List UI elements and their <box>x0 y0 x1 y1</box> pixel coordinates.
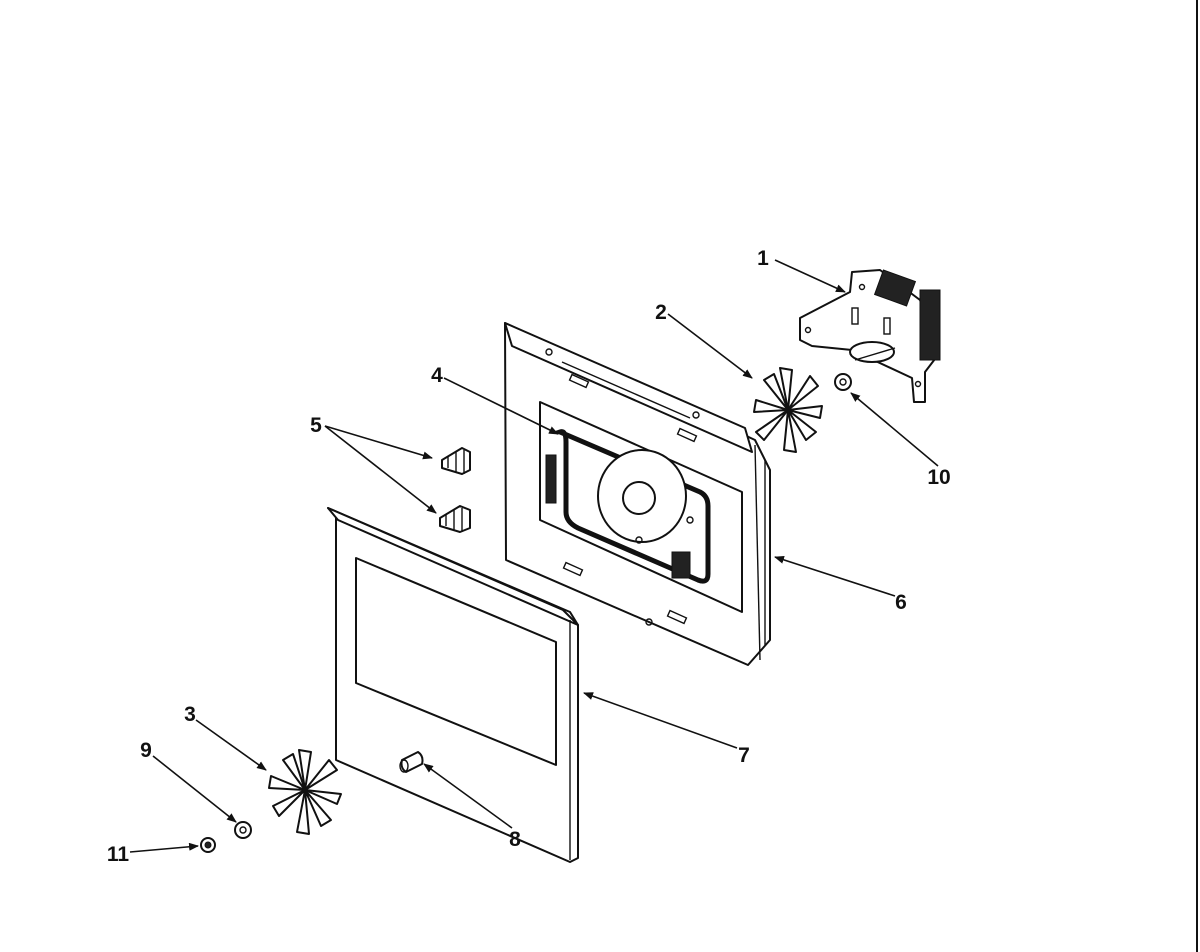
rear-panel-part-6 <box>504 322 771 666</box>
leader-lines <box>129 259 939 853</box>
callout-7: 7 <box>738 744 750 767</box>
washer-part-10 <box>834 373 852 391</box>
nut-part-11 <box>200 837 216 853</box>
callout-9: 9 <box>140 739 152 762</box>
callout-5: 5 <box>310 414 322 437</box>
callout-10: 10 <box>927 466 950 489</box>
fan-blade-part-2 <box>753 367 823 453</box>
fan-blade-part-3 <box>268 749 342 835</box>
front-panel-part-7 <box>327 507 579 863</box>
pin-part-8 <box>399 751 424 773</box>
callout-1: 1 <box>757 247 769 270</box>
washer-part-9 <box>234 821 252 839</box>
callout-2: 2 <box>655 301 667 324</box>
callout-11: 11 <box>107 843 130 866</box>
callout-8: 8 <box>509 828 521 851</box>
callout-4: 4 <box>431 364 443 387</box>
heating-element-part-4 <box>545 429 711 584</box>
clips-part-5 <box>439 447 471 533</box>
callout-6: 6 <box>895 591 907 614</box>
callout-labels: 1 2 3 4 5 6 7 8 9 10 11 <box>107 247 951 866</box>
motor-bracket-part-1 <box>799 269 941 403</box>
callout-3: 3 <box>184 703 196 726</box>
